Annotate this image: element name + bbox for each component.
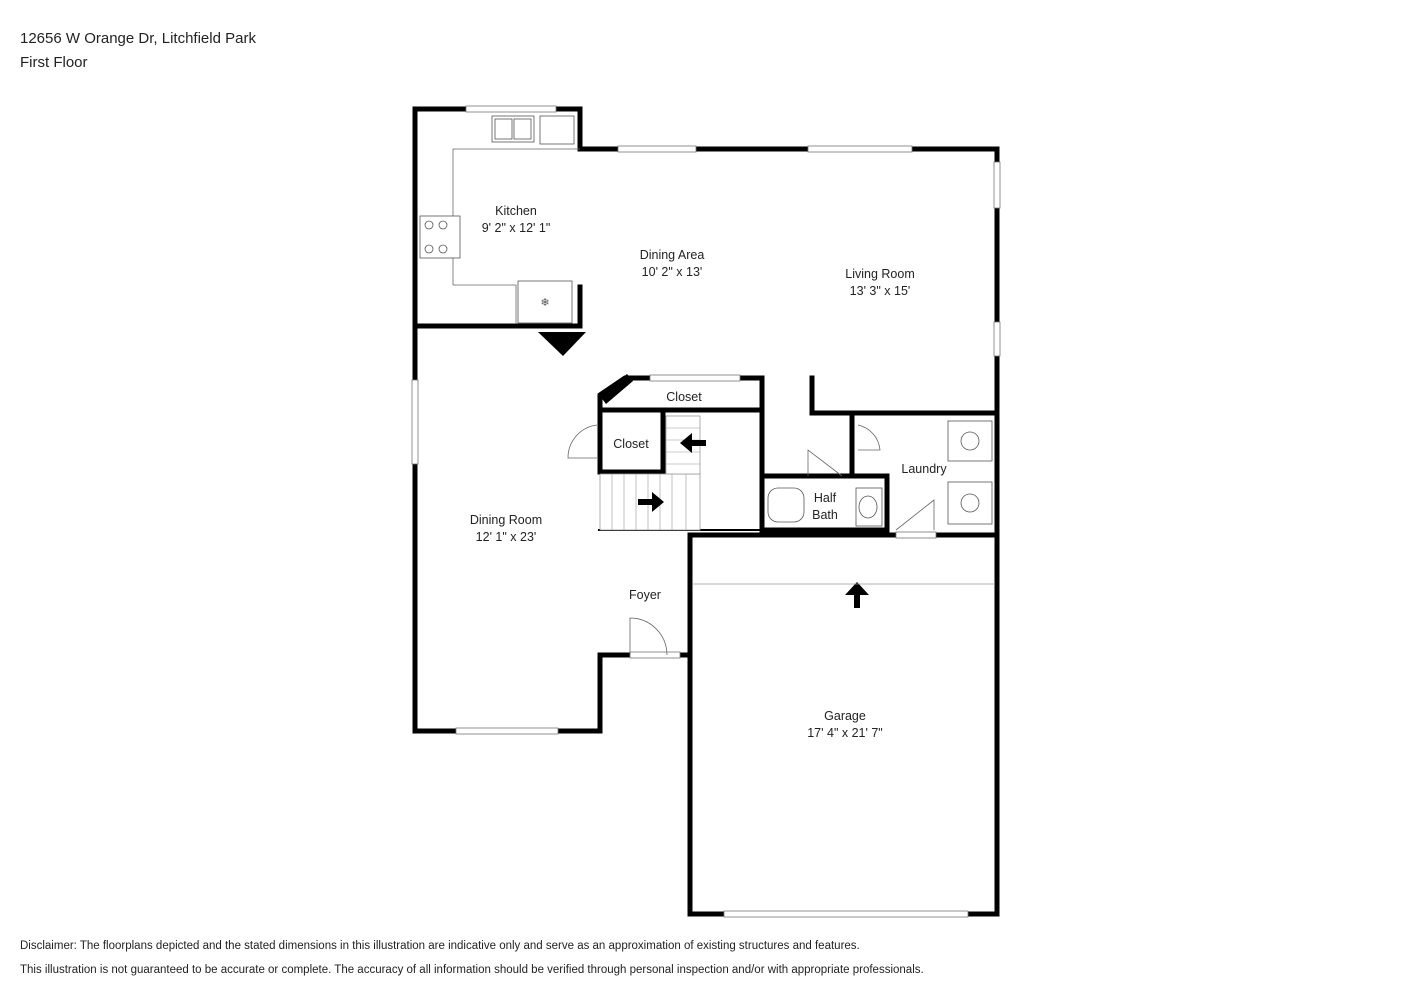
dining-area-name: Dining Area <box>640 248 705 262</box>
disclaimer-line-2: This illustration is not guaranteed to b… <box>20 964 924 976</box>
closet-top-name: Closet <box>666 390 702 404</box>
floor-label: First Floor <box>20 54 88 71</box>
stair-arrow-right <box>638 492 664 512</box>
interior-walls <box>412 284 890 533</box>
garage-arrow-up <box>845 582 869 608</box>
direction-arrows <box>638 433 869 608</box>
dining-area-dims: 10' 2" x 13' <box>642 265 703 279</box>
half-bath-name-line1: Half <box>814 491 837 505</box>
living-room-dims: 13' 3" x 15' <box>850 284 911 298</box>
room-labels: Kitchen 9' 2" x 12' 1" Dining Area 10' 2… <box>470 204 947 740</box>
laundry-name: Laundry <box>901 462 947 476</box>
garage-name: Garage <box>824 709 866 723</box>
windows <box>411 105 1001 918</box>
kitchen-fixtures: ❄ <box>419 115 580 324</box>
kitchen-name: Kitchen <box>495 204 537 218</box>
kitchen-dims: 9' 2" x 12' 1" <box>482 221 551 235</box>
bath-fixtures <box>767 487 883 527</box>
laundry-fixtures <box>947 420 993 525</box>
doors <box>567 424 935 656</box>
dining-room-name: Dining Room <box>470 513 542 527</box>
svg-text:❄: ❄ <box>540 296 549 309</box>
closet-left-name: Closet <box>613 437 649 451</box>
stair-arrow-left <box>680 433 706 453</box>
living-room-name: Living Room <box>845 267 914 281</box>
half-bath-name-line2: Bath <box>812 508 838 522</box>
property-address: 12656 W Orange Dr, Litchfield Park <box>20 30 256 47</box>
garage-dims: 17' 4" x 21' 7" <box>807 726 883 740</box>
foyer-name: Foyer <box>629 588 661 602</box>
dining-room-dims: 12' 1" x 23' <box>476 530 537 544</box>
disclaimer-line-1: Disclaimer: The floorplans depicted and … <box>20 940 860 952</box>
